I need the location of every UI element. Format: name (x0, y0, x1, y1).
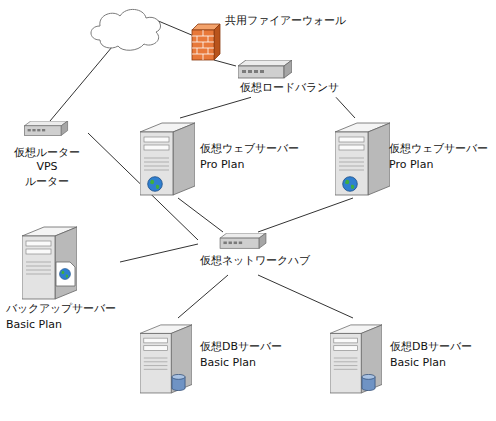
router-label: 仮想ルーター VPS ルーター (6, 146, 88, 189)
network-node: 仮想ウェブサーバー Pro Plan (333, 118, 494, 198)
hub-icon (220, 233, 266, 248)
plan-name: Pro Plan (200, 158, 244, 172)
network-link (214, 60, 236, 66)
hub-label: 仮想ネットワークハブ (200, 254, 310, 268)
network-link (178, 275, 228, 318)
globe-icon (148, 177, 163, 192)
server-icon (140, 123, 195, 195)
firewall-icon (192, 24, 220, 60)
wire (156, 20, 194, 36)
server-icon (22, 227, 77, 299)
plan-name: Basic Plan (6, 318, 62, 332)
network-node: 共用ファイアーウォール (190, 14, 365, 60)
database-icon (362, 374, 375, 390)
globe-icon (343, 177, 358, 192)
plan-name: Basic Plan (200, 356, 256, 370)
plan-name: Pro Plan (389, 158, 433, 172)
wire (50, 47, 112, 121)
load-balancer-icon (238, 60, 292, 78)
router-icon (24, 121, 67, 135)
internet-cloud (91, 9, 161, 50)
network-node: 仮想DBサーバー Basic Plan (328, 318, 494, 400)
network-node: 仮想ネットワークハブ (198, 232, 335, 275)
plan-name: Basic Plan (390, 356, 446, 370)
balancer-label: 仮想ロードバランサ (240, 81, 339, 95)
server-name: 仮想DBサーバー (390, 340, 472, 354)
network-node: 仮想ロードバランサ (236, 58, 350, 97)
network-link (258, 198, 353, 232)
network-node: 仮想ウェブサーバー Pro Plan (138, 118, 312, 198)
database-icon (172, 374, 185, 390)
server-icon (330, 325, 382, 393)
server-name: 仮想ウェブサーバー (389, 142, 488, 156)
network-node: 仮想DBサーバー Basic Plan (138, 318, 296, 400)
server-icon (335, 123, 390, 195)
network-node: バックアップサーバー Basic Plan (4, 222, 120, 334)
network-link (336, 97, 355, 118)
server-name: 仮想DBサーバー (200, 340, 282, 354)
server-name: 仮想ウェブサーバー (200, 142, 299, 156)
server-name: バックアップサーバー (6, 302, 116, 316)
server-icon (140, 325, 192, 393)
network-node: 仮想ルーター VPS ルーター (6, 118, 88, 195)
network-link (258, 275, 353, 318)
backup-document-icon (56, 262, 75, 286)
firewall-label: 共用ファイアーウォール (225, 14, 346, 28)
network-link (120, 244, 198, 262)
network-link (178, 198, 223, 232)
network-link (180, 97, 251, 118)
